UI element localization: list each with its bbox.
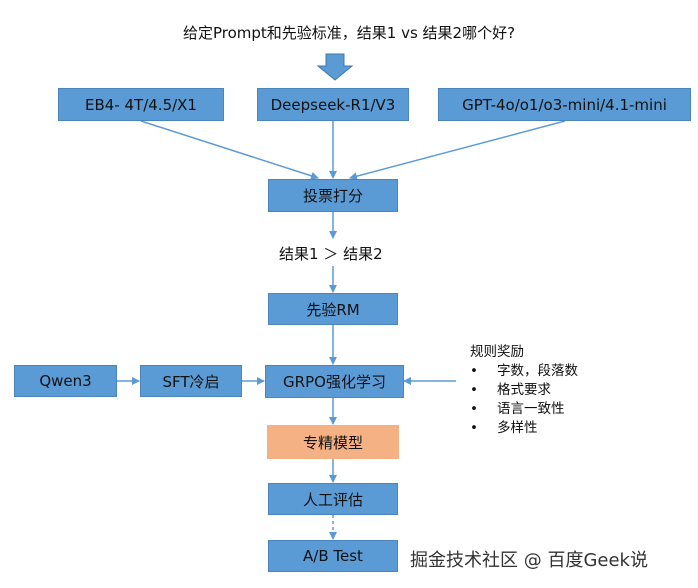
bullet-icon: •: [470, 420, 478, 436]
rule-rewards-title: 规则奖励: [470, 344, 524, 360]
arrow-gpt-to-vote: [349, 120, 566, 181]
model-box-eb4: EB4- 4T/4.5/X1: [58, 88, 224, 121]
vote-box: 投票打分: [268, 179, 398, 212]
watermark: 掘金技术社区 @ 百度Geek说: [410, 550, 648, 571]
bullet-icon: •: [470, 382, 478, 398]
rule-rewards-list: •字数，段落数 •格式要求 •语言一致性 •多样性: [470, 362, 578, 438]
model-box-deepseek: Deepseek-R1/V3: [257, 88, 409, 121]
rule-item: •字数，段落数: [470, 363, 578, 379]
grpo-box: GRPO强化学习: [265, 365, 404, 398]
bullet-icon: •: [470, 401, 478, 417]
rule-rewards: 规则奖励 •字数，段落数 •格式要求 •语言一致性 •多样性: [470, 343, 578, 438]
qwen-box: Qwen3: [14, 365, 117, 397]
expert-model-box: 专精模型: [267, 425, 399, 459]
bullet-icon: •: [470, 363, 478, 379]
abtest-box: A/B Test: [268, 540, 398, 572]
sft-box: SFT冷启: [140, 365, 242, 397]
rule-item: •多样性: [470, 420, 538, 436]
prior-rm-box: 先验RM: [268, 293, 398, 325]
question-text: 给定Prompt和先验标准，结果1 vs 结果2哪个好?: [182, 24, 516, 42]
question-down-arrow: [316, 53, 354, 81]
model-box-gpt: GPT-4o/o1/o3-mini/4.1-mini: [438, 88, 691, 121]
comparison-text: 结果1 ＞ 结果2: [279, 245, 383, 263]
rule-item: •格式要求: [470, 382, 551, 398]
human-eval-box: 人工评估: [268, 483, 398, 515]
arrow-eb4-to-vote: [140, 120, 319, 180]
rule-item: •语言一致性: [470, 401, 565, 417]
